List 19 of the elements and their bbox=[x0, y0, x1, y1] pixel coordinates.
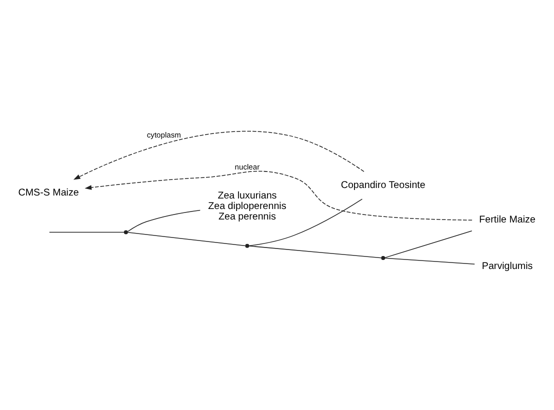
node-text: Zea luxurians Zea diploperennis Zea perennis bbox=[208, 190, 286, 222]
node-text: CMS-S Maize bbox=[18, 186, 79, 198]
edge-label: cytoplasm bbox=[146, 130, 181, 140]
connector bbox=[49, 231, 125, 232]
node-point bbox=[124, 230, 128, 234]
node-text: Parviglumis bbox=[482, 260, 533, 272]
edge-label: nuclear bbox=[234, 162, 260, 171]
connector bbox=[384, 257, 475, 264]
node-text: Copandiro Teosinte bbox=[340, 179, 426, 190]
connector bbox=[127, 232, 246, 246]
arrow bbox=[73, 130, 364, 180]
connector bbox=[127, 209, 201, 232]
connector bbox=[248, 198, 363, 246]
connector bbox=[248, 245, 382, 258]
node-point bbox=[381, 256, 386, 260]
arrow bbox=[84, 170, 472, 220]
node-point bbox=[245, 243, 250, 248]
node-text: Fertile Maize bbox=[479, 214, 536, 226]
connector bbox=[384, 230, 472, 258]
